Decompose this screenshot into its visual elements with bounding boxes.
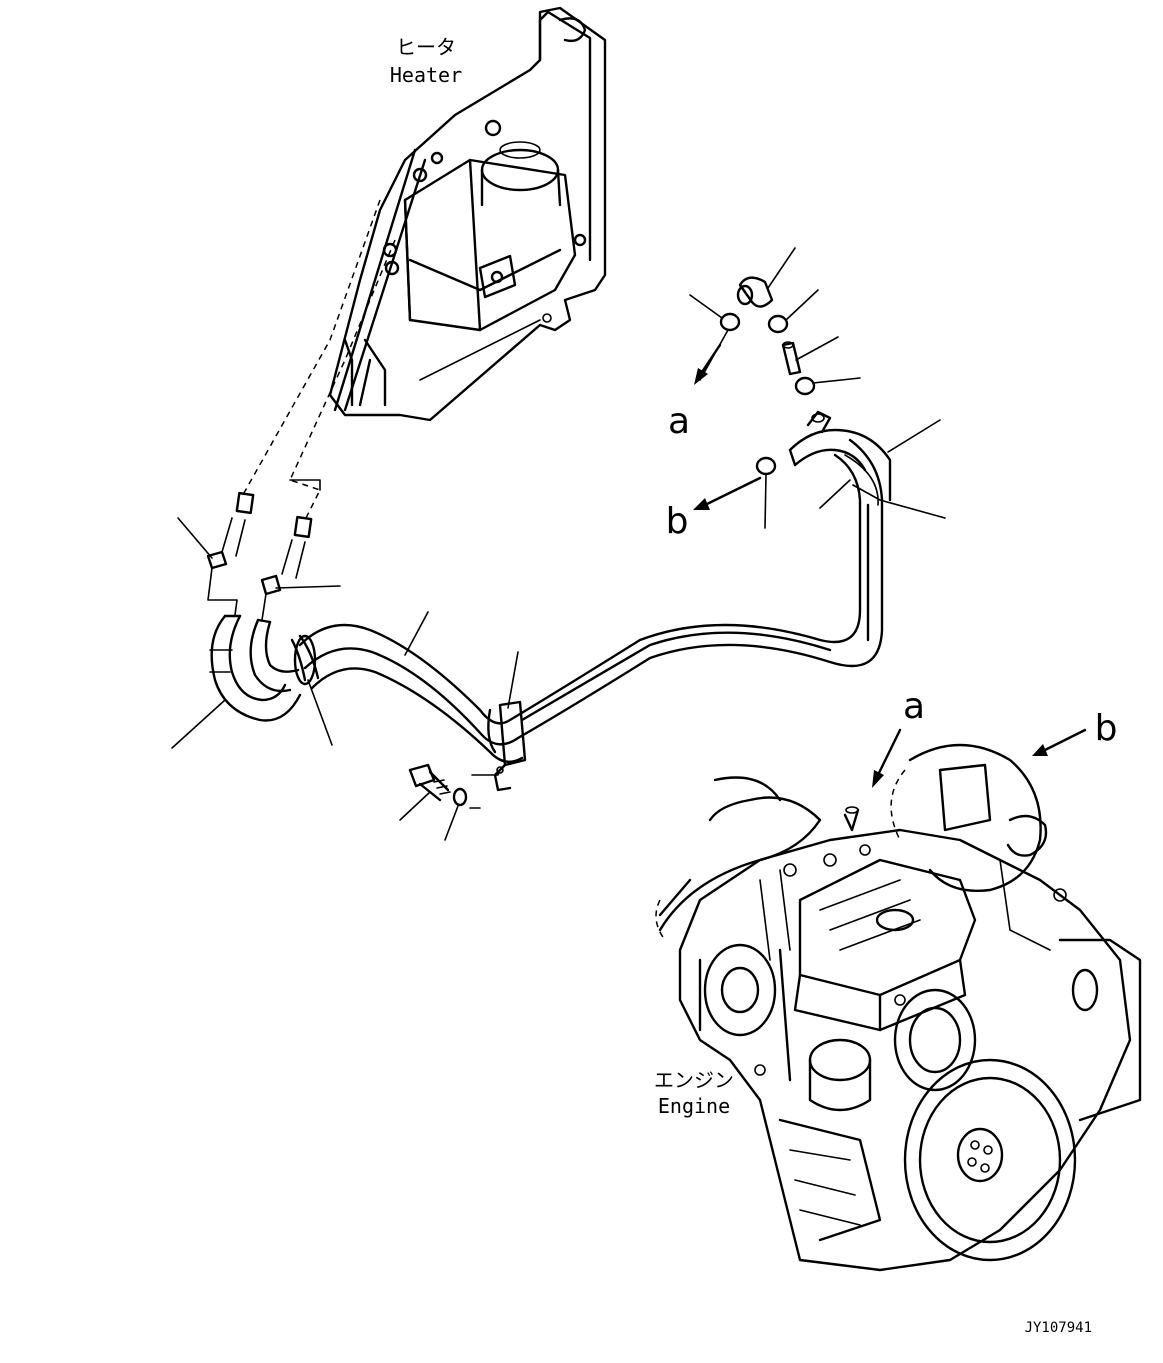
engine-label-jp: エンジン (654, 1068, 734, 1092)
connection-guides (239, 199, 396, 521)
left-fittings (177, 491, 341, 621)
ref-label-b-engine: b (1095, 708, 1118, 749)
leader-lines-left (171, 611, 519, 749)
heater-hose-assembly (209, 410, 946, 792)
engine (655, 728, 1142, 1272)
bolt-and-washer (399, 763, 501, 841)
drawing-id: JY107941 (1025, 1320, 1092, 1336)
heater-label-en: Heater (390, 63, 462, 87)
ref-label-a-engine: a (903, 686, 925, 727)
ref-label-b-top: b (666, 501, 689, 542)
heater-label-jp: ヒータ (396, 35, 456, 59)
heater-unit (328, 6, 607, 422)
engine-label-en: Engine (658, 1094, 730, 1118)
top-right-fittings (689, 247, 941, 529)
ref-label-a-top: a (668, 401, 690, 442)
